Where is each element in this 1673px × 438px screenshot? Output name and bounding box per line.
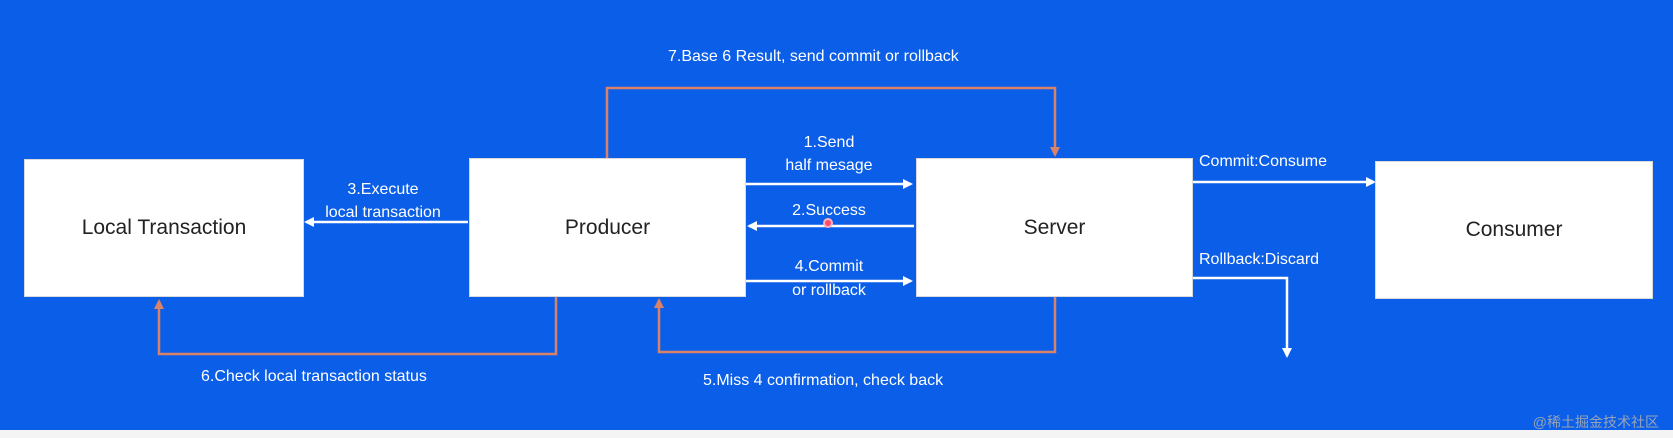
label-step3-line2: local transaction [325,204,441,221]
label-step4-line2: or rollback [792,282,866,299]
label-step2: 2.Success [792,202,866,219]
cursor-pointer-icon [823,218,833,228]
bottom-strip [0,430,1673,438]
arrow-step6 [154,296,558,356]
label-step7: 7.Base 6 Result, send commit or rollback [668,48,959,65]
label-commit-consume: Commit:Consume [1199,153,1328,170]
watermark-text: @稀土掘金技术社区 [1532,414,1659,430]
label-step3-line1: 3.Execute [347,181,419,198]
node-producer-label: Producer [564,215,651,239]
node-consumer: Consumer [1375,161,1653,299]
node-producer: Producer [469,158,746,297]
label-step4-line1: 4.Commit [794,258,864,275]
node-server: Server [916,158,1193,297]
label-step6: 6.Check local transaction status [201,368,427,385]
arrow-step7 [605,86,1060,158]
node-server-label: Server [1023,215,1086,239]
node-consumer-label: Consumer [1465,218,1563,241]
node-local-transaction: Local Transaction [24,159,304,297]
arrow-step5 [654,296,1057,354]
label-step1-line2: half mesage [785,157,873,174]
label-step5: 5.Miss 4 confirmation, check back [703,372,944,389]
label-rollback-discard: Rollback:Discard [1199,251,1320,268]
node-local-transaction-label: Local Transaction [81,216,247,239]
arrow-rollback-discard [1193,276,1292,358]
label-step1-line1: 1.Send [803,134,855,151]
